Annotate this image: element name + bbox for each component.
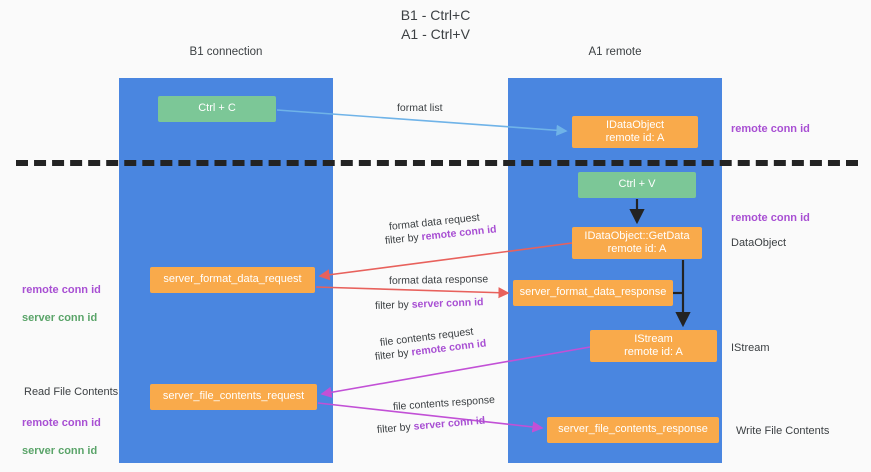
connector-format-data-response xyxy=(315,286,510,299)
node-server-format-data-request[interactable]: server_format_data_request xyxy=(150,267,315,293)
annotation-left-remote-conn-id-2: remote conn id xyxy=(22,417,101,429)
annotation-right-remote-conn-id-top: remote conn id xyxy=(731,123,810,135)
node-ctrl-c[interactable]: Ctrl + C xyxy=(158,96,276,122)
page-title: B1 - Ctrl+C A1 - Ctrl+V xyxy=(400,7,471,42)
filter-prefix: filter by xyxy=(374,346,413,363)
edge-label-file-contents-response-filter: filter by server conn id xyxy=(376,414,485,437)
edge-label-format-data-response: format data response xyxy=(388,273,489,287)
filter-key-server-conn-id: server conn id xyxy=(413,414,486,433)
node-server-file-contents-request[interactable]: server_file_contents_request xyxy=(150,384,317,410)
node-idataobject-getdata[interactable]: IDataObject::GetData remote id: A xyxy=(572,227,702,259)
annotation-right-istream: IStream xyxy=(731,342,770,354)
phase-divider-dashed-line xyxy=(16,160,858,166)
filter-prefix: filter by xyxy=(384,231,423,247)
swimlane-header-a1: A1 remote xyxy=(588,46,642,58)
node-ctrl-v[interactable]: Ctrl + V xyxy=(578,172,696,198)
filter-key-server-conn-id: server conn id xyxy=(411,296,484,311)
node-istream[interactable]: IStream remote id: A xyxy=(590,330,717,362)
annotation-left-conn-ids-2: remote conn id server conn id xyxy=(22,402,101,472)
edge-label-format-list: format list xyxy=(397,102,443,114)
node-server-file-contents-response[interactable]: server_file_contents_response xyxy=(547,417,719,443)
annotation-left-read-file-contents: Read File Contents xyxy=(24,386,119,398)
filter-prefix: filter by xyxy=(374,298,412,312)
node-server-format-data-response[interactable]: server_format_data_response xyxy=(513,280,673,306)
swimlane-header-b1: B1 connection xyxy=(189,46,263,58)
edge-label-format-data-response-filter: filter by server conn id xyxy=(375,295,484,313)
edge-label-file-contents-response: file contents response xyxy=(392,393,496,413)
node-idataobject[interactable]: IDataObject remote id: A xyxy=(572,116,698,148)
annotation-left-server-conn-id-2: server conn id xyxy=(22,445,98,457)
annotation-right-dataobject: DataObject xyxy=(731,237,787,249)
filter-prefix: filter by xyxy=(376,420,415,436)
annotation-right-write-file-contents: Write File Contents xyxy=(736,425,830,437)
annotation-left-conn-ids: remote conn id server conn id xyxy=(22,269,101,339)
annotation-right-remote-conn-id-mid: remote conn id xyxy=(731,212,810,224)
annotation-left-server-conn-id: server conn id xyxy=(22,312,98,324)
annotation-left-remote-conn-id: remote conn id xyxy=(22,284,101,296)
